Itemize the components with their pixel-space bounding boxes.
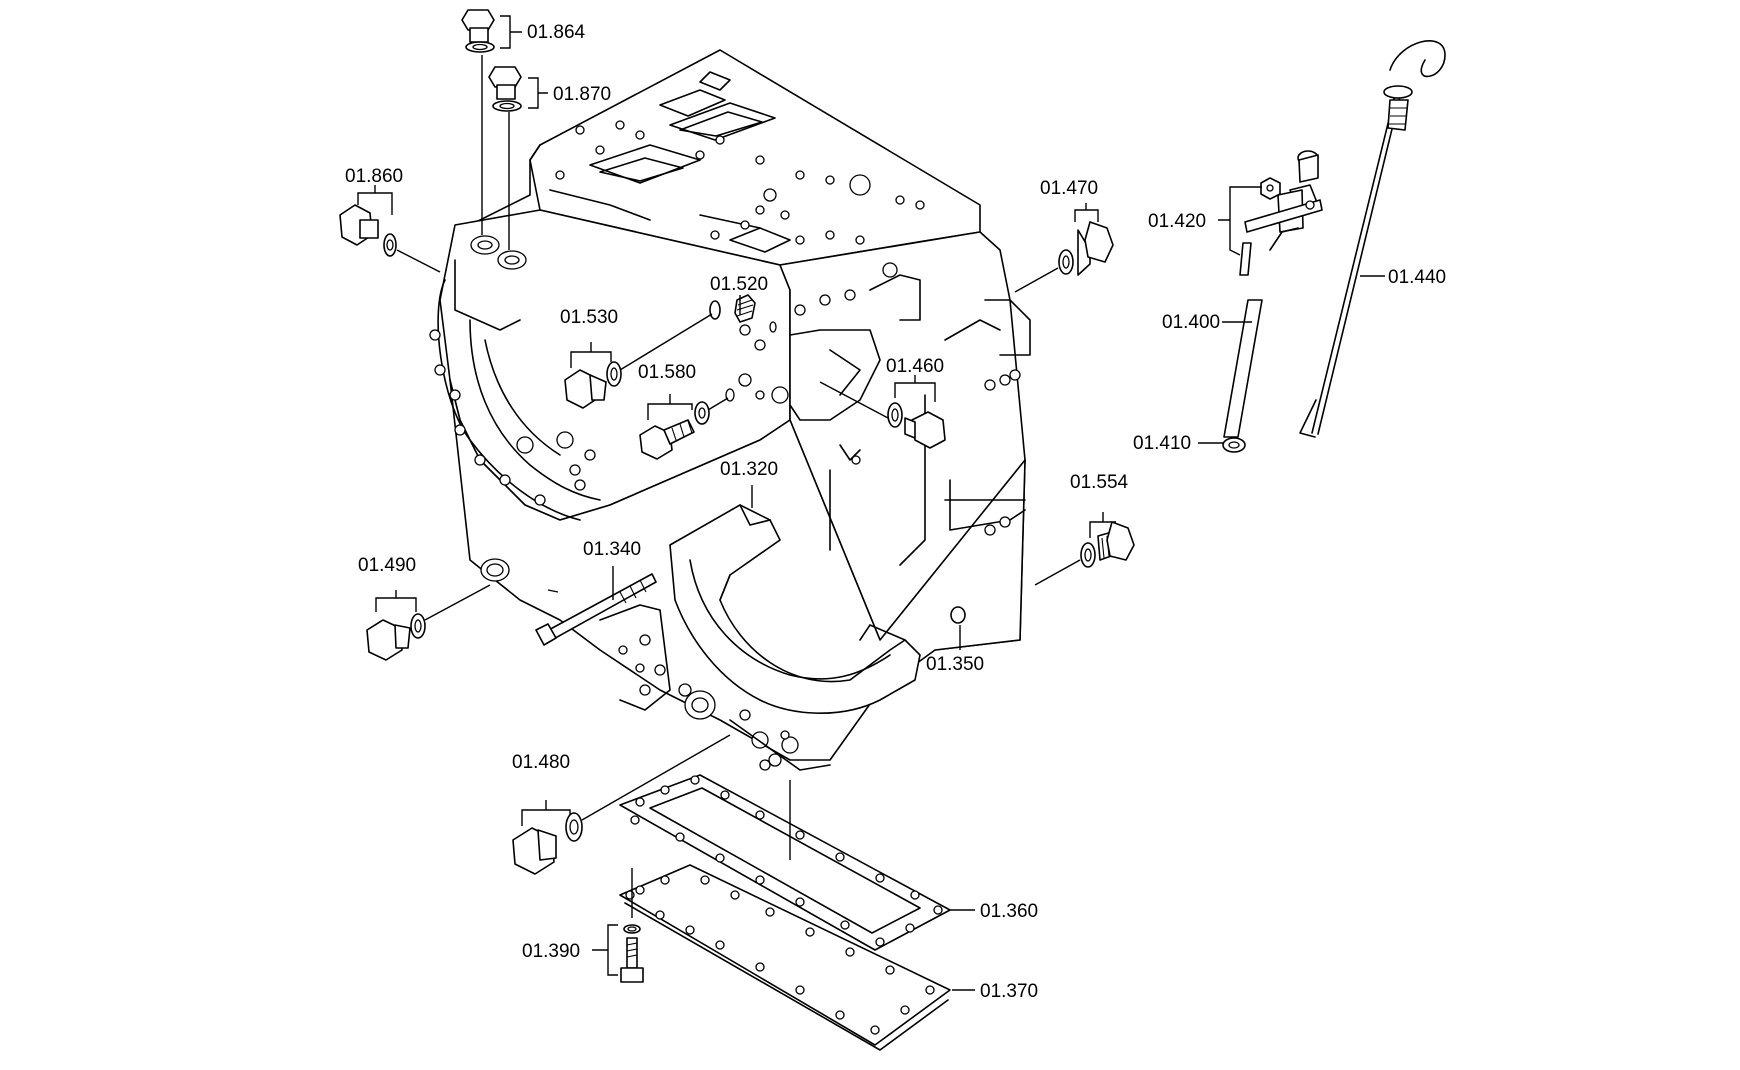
nut-01-420 <box>1239 177 1281 276</box>
label-01-400: 01.400 <box>1162 312 1220 333</box>
bolt-01-340 <box>535 573 657 646</box>
label-01-520: 01.520 <box>710 274 768 295</box>
plug-01-470 <box>1058 221 1114 276</box>
label-01-440: 01.440 <box>1388 267 1446 288</box>
part-labels: 01.864 01.870 01.860 01.470 01.420 01.44… <box>345 22 1446 1002</box>
plug-01-490 <box>366 613 426 661</box>
assembly-lines <box>396 55 1081 918</box>
label-01-420: 01.420 <box>1148 211 1206 232</box>
label-01-390: 01.390 <box>522 941 580 962</box>
label-01-490: 01.490 <box>358 555 416 576</box>
plug-01-870 <box>488 66 522 112</box>
label-01-410: 01.410 <box>1133 433 1191 454</box>
label-01-460: 01.460 <box>886 356 944 377</box>
bolt-01-390 <box>620 924 644 983</box>
label-01-860: 01.860 <box>345 166 403 187</box>
plug-01-580 <box>639 388 735 460</box>
cover-plate-01-370 <box>619 864 951 1051</box>
label-01-870: 01.870 <box>553 84 611 105</box>
label-01-360: 01.360 <box>980 901 1038 922</box>
plug-01-860 <box>339 204 397 257</box>
label-01-864: 01.864 <box>527 22 586 43</box>
label-01-480: 01.480 <box>512 752 570 773</box>
plug-01-460 <box>887 402 946 449</box>
label-01-350: 01.350 <box>926 654 984 675</box>
label-01-320: 01.320 <box>720 459 778 480</box>
dipstick-tube-01-400 <box>1223 150 1323 438</box>
gasket-01-360 <box>619 774 951 951</box>
bearing-cap-01-320 <box>669 504 921 714</box>
label-01-580: 01.580 <box>638 362 696 383</box>
clip-01-410 <box>1222 437 1246 453</box>
plug-01-554 <box>1080 521 1135 568</box>
plug-01-864 <box>461 9 495 53</box>
label-01-530: 01.530 <box>560 307 618 328</box>
dipstick-01-440 <box>1299 40 1446 438</box>
label-01-554: 01.554 <box>1070 472 1129 493</box>
plug-01-480 <box>512 812 583 875</box>
plug-01-530 <box>564 361 622 409</box>
label-01-370: 01.370 <box>980 981 1038 1002</box>
label-01-340: 01.340 <box>583 539 641 560</box>
plug-01-350 <box>950 606 966 624</box>
label-01-470: 01.470 <box>1040 178 1098 199</box>
callout-leaders <box>357 15 1385 991</box>
